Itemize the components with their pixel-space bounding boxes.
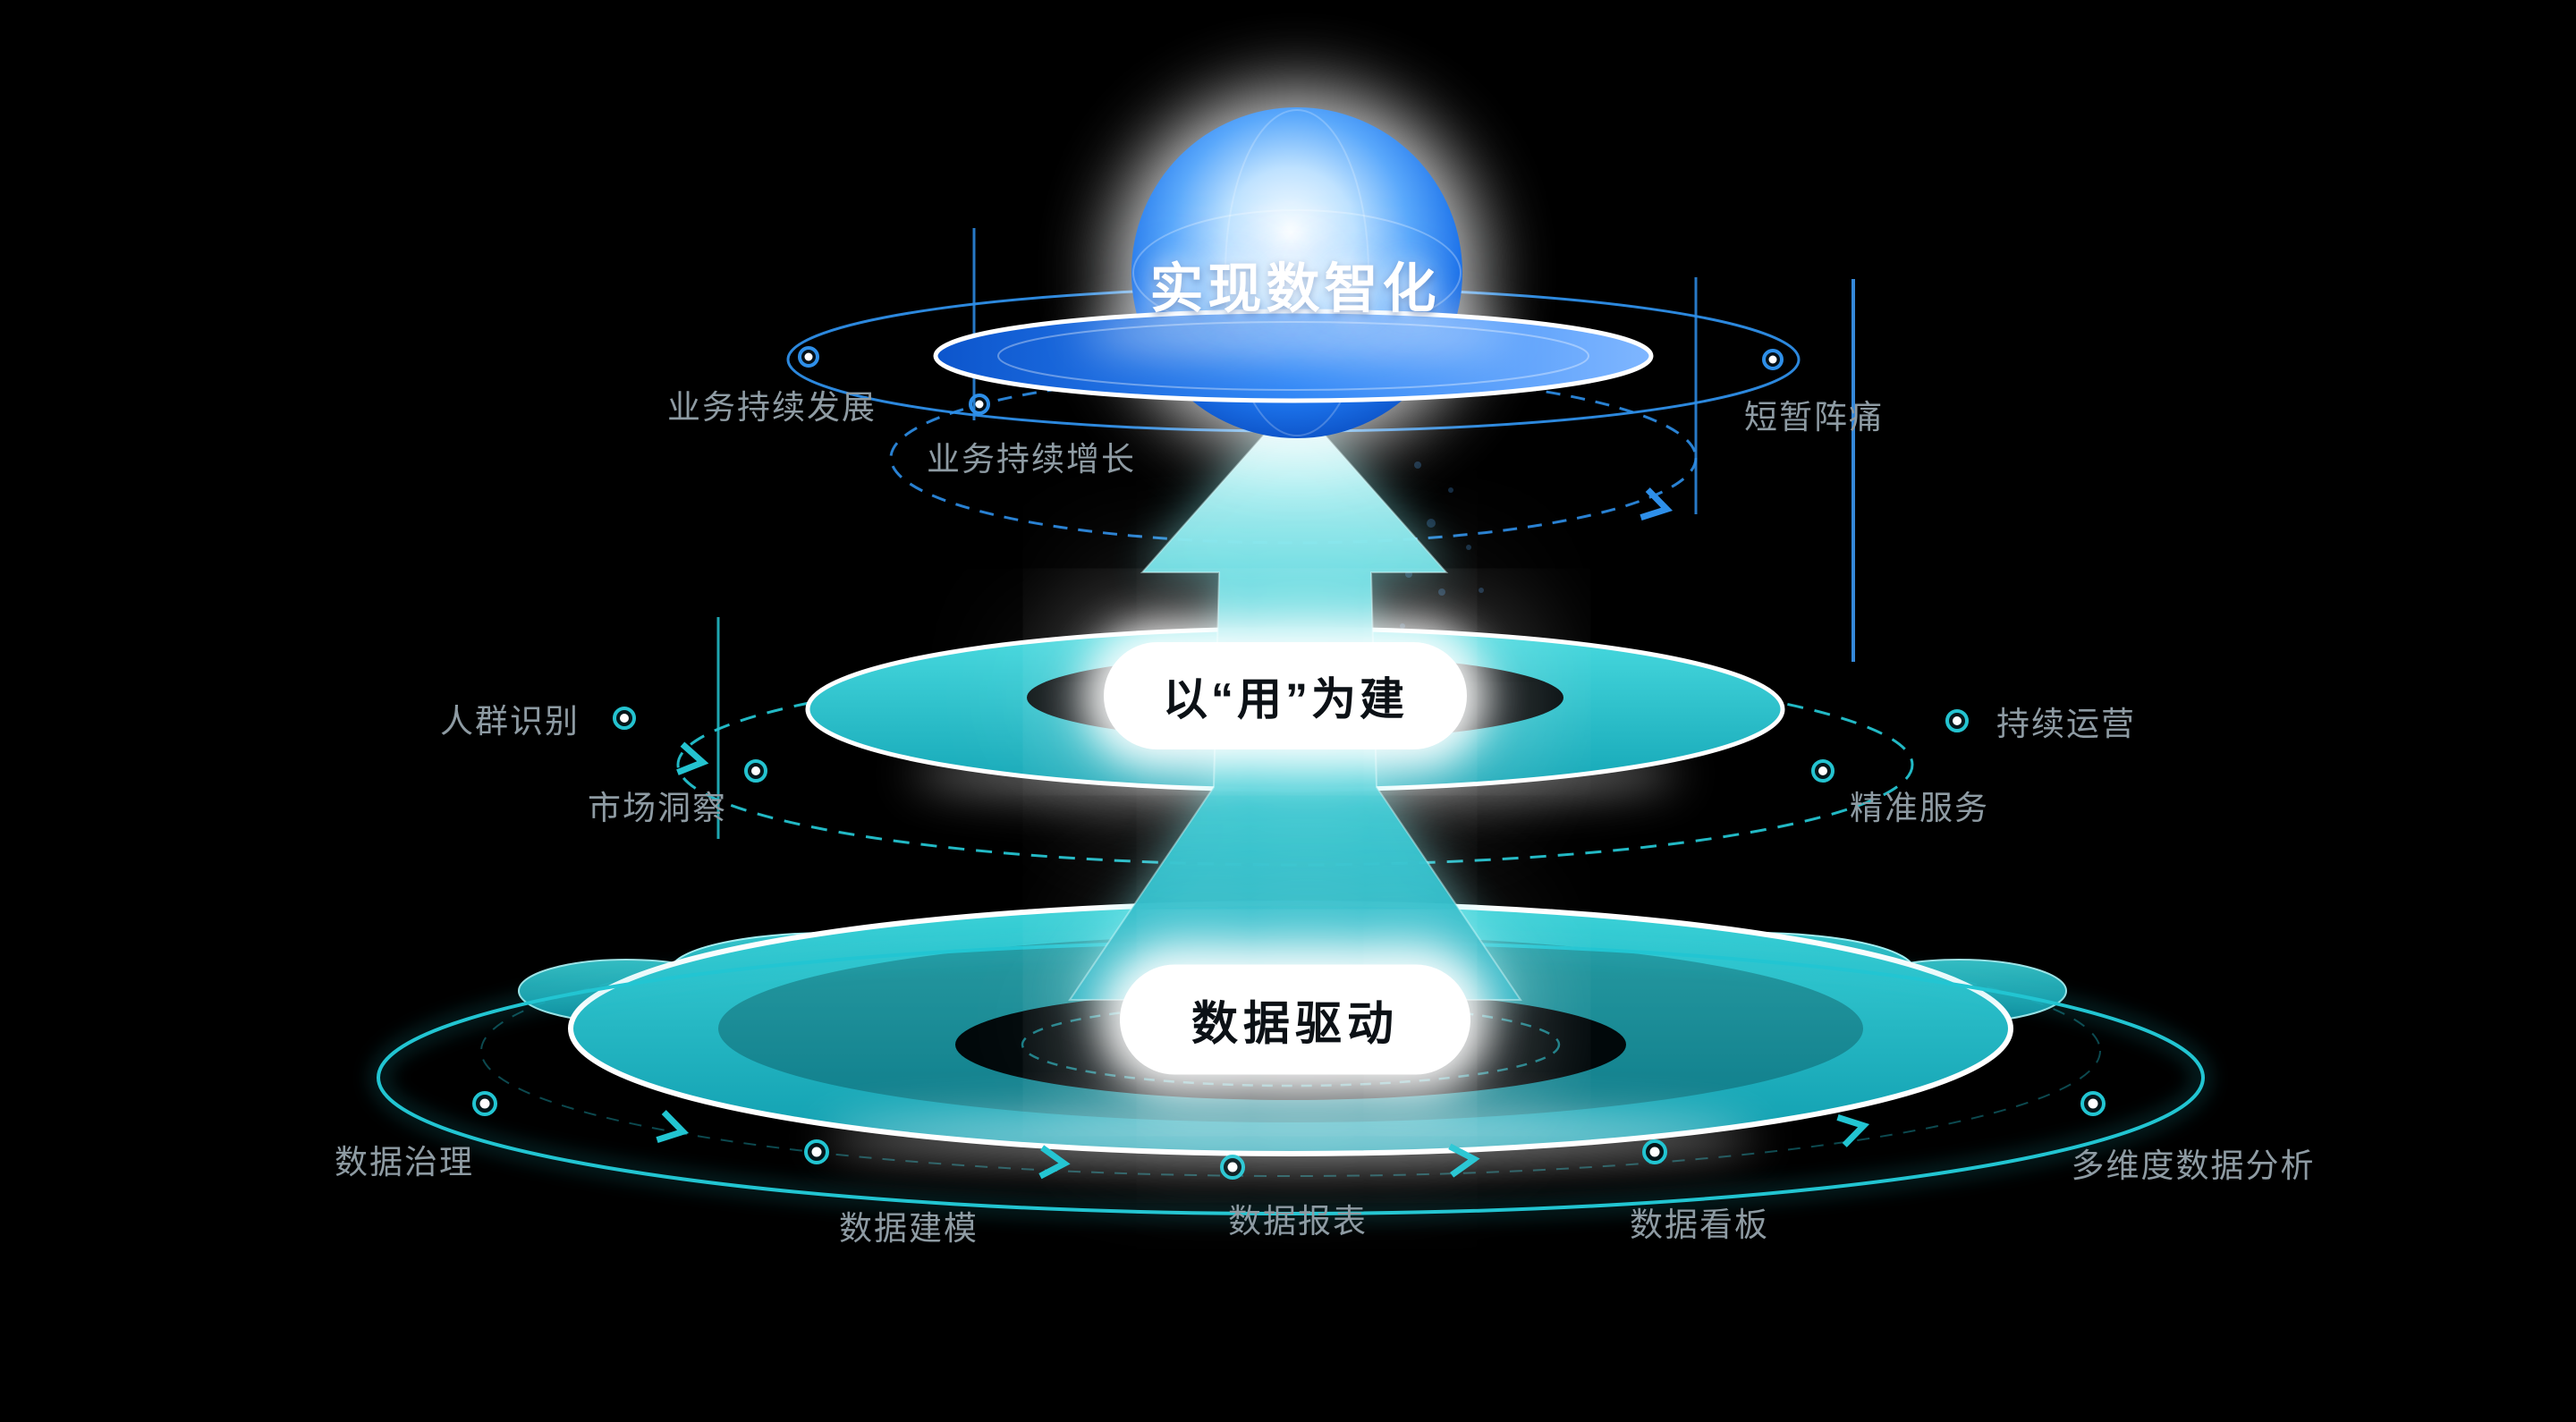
- orbit-node: [472, 1091, 497, 1116]
- tier-bottom-title-pill: 数据驱动: [1119, 964, 1471, 1075]
- satellite-label-data-modeling: 数据建模: [839, 1210, 979, 1247]
- tier-top-title: 实现数智化: [1149, 258, 1441, 319]
- orbit-node: [804, 1139, 829, 1164]
- tier-middle-title-pill: 以“用”为建: [1104, 642, 1467, 749]
- orbit-node: [1811, 759, 1835, 783]
- orbit-node: [1220, 1155, 1245, 1180]
- satellite-label-data-governance: 数据治理: [335, 1144, 474, 1181]
- top-platform: [933, 308, 1654, 403]
- satellite-label-data-report: 数据报表: [1228, 1203, 1368, 1240]
- satellite-label-continuous-operation: 持续运营: [1996, 706, 2136, 742]
- orbit-node: [1945, 709, 1969, 732]
- guide-lines-blue: [972, 228, 1855, 662]
- satellite-label-precision-service: 精准服务: [1850, 790, 1989, 826]
- satellite-label-business-growth: 业务持续增长: [927, 441, 1136, 478]
- orbit-node: [1762, 349, 1784, 370]
- satellite-label-data-dashboard: 数据看板: [1630, 1206, 1769, 1243]
- satellite-label-multidimensional-analysis: 多维度数据分析: [2071, 1147, 2316, 1184]
- orbit-node: [2080, 1091, 2106, 1116]
- background-speckles: [1400, 461, 1484, 629]
- orbit-node: [613, 707, 636, 730]
- satellite-label-short-term-pain: 短暂阵痛: [1744, 399, 1884, 436]
- orbit-node: [1642, 1139, 1667, 1164]
- satellite-label-audience-identification: 人群识别: [440, 703, 580, 740]
- satellite-label-market-insight: 市场洞察: [588, 790, 727, 826]
- orbit-node: [744, 759, 767, 783]
- glow-lines-teal: [1174, 1131, 1720, 1400]
- satellite-label-business-development: 业务持续发展: [667, 389, 877, 426]
- orbit-node: [798, 346, 819, 368]
